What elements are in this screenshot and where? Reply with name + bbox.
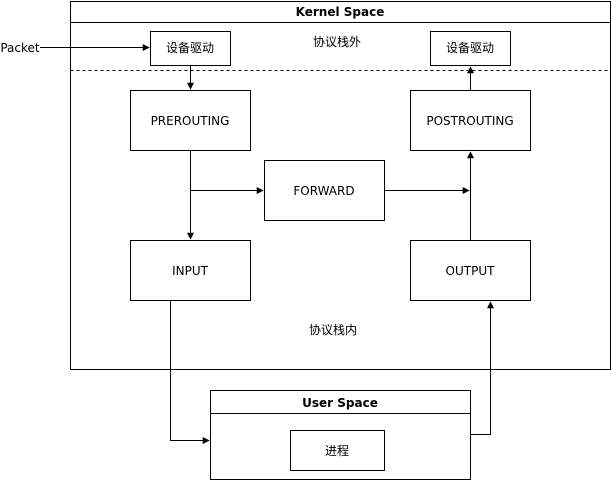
postrouting-node: POSTROUTING xyxy=(410,90,531,151)
packet-label: Packet xyxy=(0,41,40,55)
prerouting-node: PREROUTING xyxy=(130,90,251,151)
postrouting-label: POSTROUTING xyxy=(426,114,513,128)
device-driver-in-label: 设备驱动 xyxy=(166,41,214,55)
device-driver-out-label: 设备驱动 xyxy=(446,41,494,55)
userspace-to-output-arrow xyxy=(471,301,494,435)
forward-node: FORWARD xyxy=(264,160,385,221)
forward-label: FORWARD xyxy=(293,184,354,198)
process-label: 进程 xyxy=(325,443,349,458)
device-driver-in-node: 设备驱动 xyxy=(150,31,231,66)
input-to-userspace-arrow xyxy=(170,301,210,444)
input-label: INPUT xyxy=(172,264,209,278)
inside-stack-label: 协议栈内 xyxy=(309,322,357,337)
prerouting-label: PREROUTING xyxy=(151,114,230,128)
outside-stack-label: 协议栈外 xyxy=(313,34,361,49)
process-node: 进程 xyxy=(290,430,385,471)
user-space-title: User Space xyxy=(302,396,378,410)
device-driver-out-node: 设备驱动 xyxy=(430,31,511,66)
output-label: OUTPUT xyxy=(446,264,496,278)
output-node: OUTPUT xyxy=(410,240,531,301)
input-node: INPUT xyxy=(130,240,251,301)
kernel-space-title: Kernel Space xyxy=(296,5,385,19)
